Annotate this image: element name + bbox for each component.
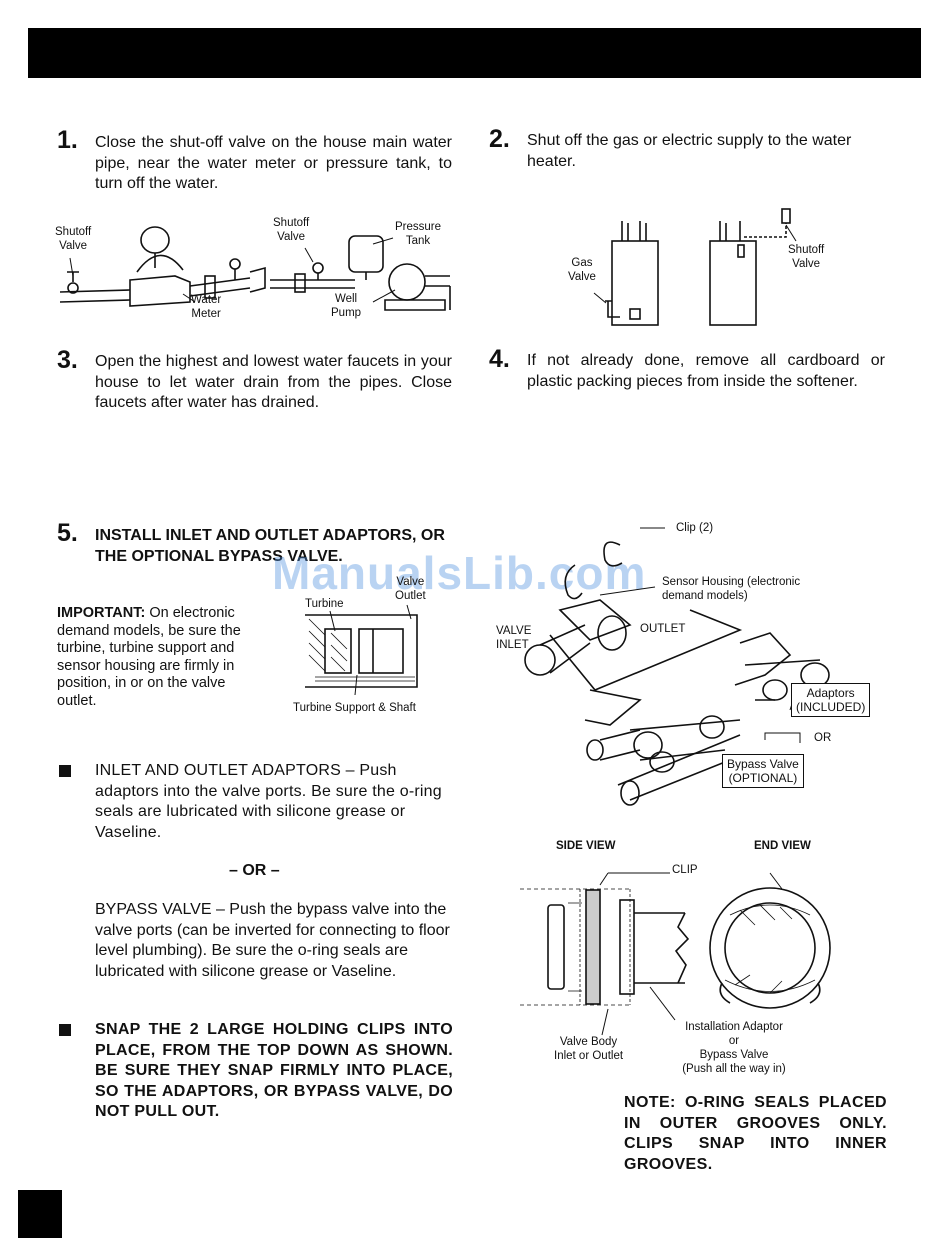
turbine-figure: Valve Outlet Turbine Turbine Support & S…	[285, 575, 460, 720]
watermark: ManualsLib.com	[272, 547, 647, 599]
bullet-1-text: INLET AND OUTLET ADAPTORS – Push adaptor…	[95, 762, 442, 841]
bullet-square-2	[59, 1024, 71, 1036]
side-end-view-figure: CLIP Valve Body Inlet or Outlet Installa…	[520, 855, 900, 1085]
clip-center-label: CLIP	[670, 863, 700, 877]
bullet-2-text: SNAP THE 2 LARGE HOLDING CLIPS INTO PLAC…	[95, 1021, 453, 1120]
step-4-text: If not already done, remove all cardboar…	[527, 352, 885, 390]
water-heater-figure: Gas Valve Shutoff Valve	[560, 205, 860, 330]
step-2-text: Shut off the gas or electric supply to t…	[527, 132, 852, 170]
valve-outlet-label: Valve Outlet	[395, 576, 426, 602]
end-view-label: END VIEW	[754, 840, 811, 852]
shutoff-valve-label-left: Shutoff Valve	[55, 226, 92, 252]
or-divider: – OR –	[229, 862, 280, 879]
outlet-label: OUTLET	[640, 623, 686, 635]
gas-valve-label: Gas Valve	[568, 257, 596, 283]
bypass-valve-label: Bypass Valve (OPTIONAL)	[722, 754, 804, 788]
installation-adaptor-label: Installation Adaptor or Bypass Valve (Pu…	[682, 1021, 786, 1075]
water-heater-drawing	[593, 208, 797, 326]
bullet-square-1	[59, 765, 71, 777]
adaptors-label: Adaptors (INCLUDED)	[791, 683, 871, 717]
step-4-number: 4.	[489, 345, 510, 373]
exploded-valve-drawing	[524, 527, 830, 806]
meter-pump-drawing	[59, 226, 451, 311]
valve-body-label: Valve Body Inlet or Outlet	[554, 1036, 624, 1062]
page-corner-block	[18, 1190, 62, 1238]
turbine-support-label: Turbine Support & Shaft	[293, 702, 416, 714]
bypass-valve-text: BYPASS VALVE – Push the bypass valve int…	[95, 901, 450, 980]
turbine-label: Turbine	[305, 598, 344, 610]
shutoff-valve-label: Shutoff Valve	[788, 244, 825, 270]
water-meter-label: Water Meter	[191, 294, 222, 320]
exploded-valve-figure: Clip (2) Sensor Housing (electronic dema…	[490, 515, 890, 815]
shutoff-valve-label-right: Shutoff Valve	[273, 217, 310, 243]
important-text: On electronic demand models, be sure the…	[57, 605, 241, 709]
important-label: IMPORTANT:	[57, 605, 146, 621]
well-pump-label: Well Pump	[331, 293, 362, 319]
step-2-number: 2.	[489, 125, 510, 153]
sensor-housing-label: Sensor Housing (electronic demand models…	[662, 576, 801, 602]
or-label: OR	[814, 732, 832, 744]
step-1-number: 1.	[57, 126, 78, 154]
important-note: IMPORTANT: On electronic demand models, …	[57, 605, 265, 710]
step-5-number: 5.	[57, 519, 78, 547]
water-meter-pump-figure: Shutoff Valve Shutoff Valve Pressure Tan…	[55, 210, 455, 330]
header-bar	[28, 28, 921, 78]
step-3-number: 3.	[57, 346, 78, 374]
step-1-text: Close the shut-off valve on the house ma…	[95, 134, 452, 192]
side-view-label: SIDE VIEW	[556, 840, 616, 852]
valve-inlet-label: VALVE INLET	[496, 625, 532, 651]
step-3-text: Open the highest and lowest water faucet…	[95, 353, 452, 411]
clip-label: Clip (2)	[676, 522, 714, 534]
turbine-drawing	[305, 604, 418, 696]
pressure-tank-label: Pressure Tank	[395, 221, 442, 247]
note-text: NOTE: O-RING SEALS PLACED IN OUTER GROOV…	[624, 1094, 887, 1173]
step-5-heading: INSTALL INLET AND OUTLET ADAPTORS, OR TH…	[95, 527, 445, 565]
